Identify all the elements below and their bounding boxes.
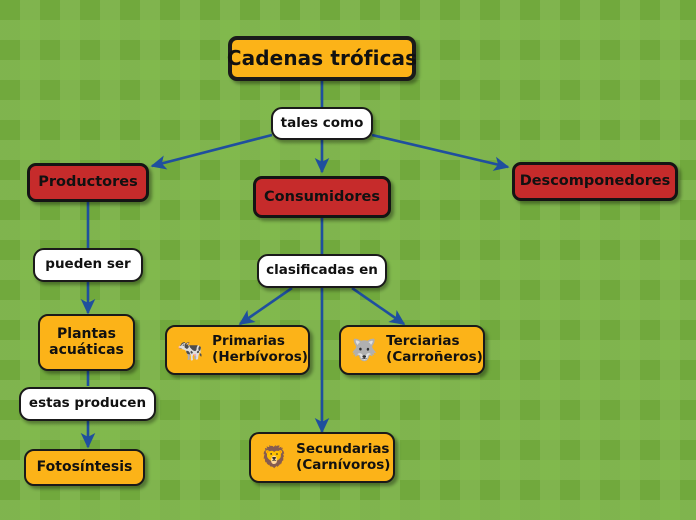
lion-icon: 🦁	[261, 445, 288, 469]
node-label: Secundarias (Carnívoros)	[296, 440, 391, 473]
node-secundarias[interactable]: 🦁 Secundarias (Carnívoros)	[249, 432, 395, 483]
node-label: Consumidores	[264, 188, 380, 205]
node-label: pueden ser	[45, 256, 131, 273]
edge-tales-como-to-descomponedores	[371, 133, 510, 171]
node-primarias[interactable]: 🐄 Primarias (Herbívoros)	[165, 325, 310, 375]
node-terciarias[interactable]: 🐺 Terciarias (Carroñeros)	[339, 325, 485, 375]
node-label: clasificadas en	[266, 262, 378, 279]
node-label: tales como	[280, 114, 364, 131]
node-label: Fotosíntesis	[36, 458, 133, 475]
node-label: Primarias (Herbívoros)	[212, 333, 308, 365]
node-label: Terciarias (Carroñeros)	[386, 333, 483, 365]
node-label: Descomponedores	[519, 173, 671, 190]
edge-clasificadas-en-to-terciarias	[351, 286, 406, 326]
node-label: estas producen	[28, 395, 147, 412]
node-estas-producen[interactable]: estas producen	[19, 387, 156, 421]
node-fotosintesis[interactable]: Fotosíntesis	[24, 449, 145, 486]
node-pueden-ser[interactable]: pueden ser	[33, 248, 143, 282]
node-clasificadas-en[interactable]: clasificadas en	[257, 254, 387, 288]
node-productores[interactable]: Productores	[27, 163, 149, 202]
edge-clasificadas-en-to-primarias	[238, 286, 293, 326]
edge-tales-como-to-productores	[150, 133, 273, 170]
node-label: Productores	[38, 174, 138, 191]
node-cadenas-troficas[interactable]: Cadenas tróficas	[226, 36, 418, 81]
cow-icon: 🐄	[177, 337, 204, 362]
node-label: Cadenas tróficas	[226, 46, 418, 71]
node-consumidores[interactable]: Consumidores	[253, 176, 391, 218]
wolf-icon: 🐺	[351, 337, 378, 362]
node-label: Plantas acuáticas	[49, 325, 124, 358]
node-descomponedores[interactable]: Descomponedores	[512, 162, 678, 201]
node-plantas-acuaticas[interactable]: Plantas acuáticas	[38, 314, 135, 371]
node-tales-como[interactable]: tales como	[271, 107, 373, 140]
